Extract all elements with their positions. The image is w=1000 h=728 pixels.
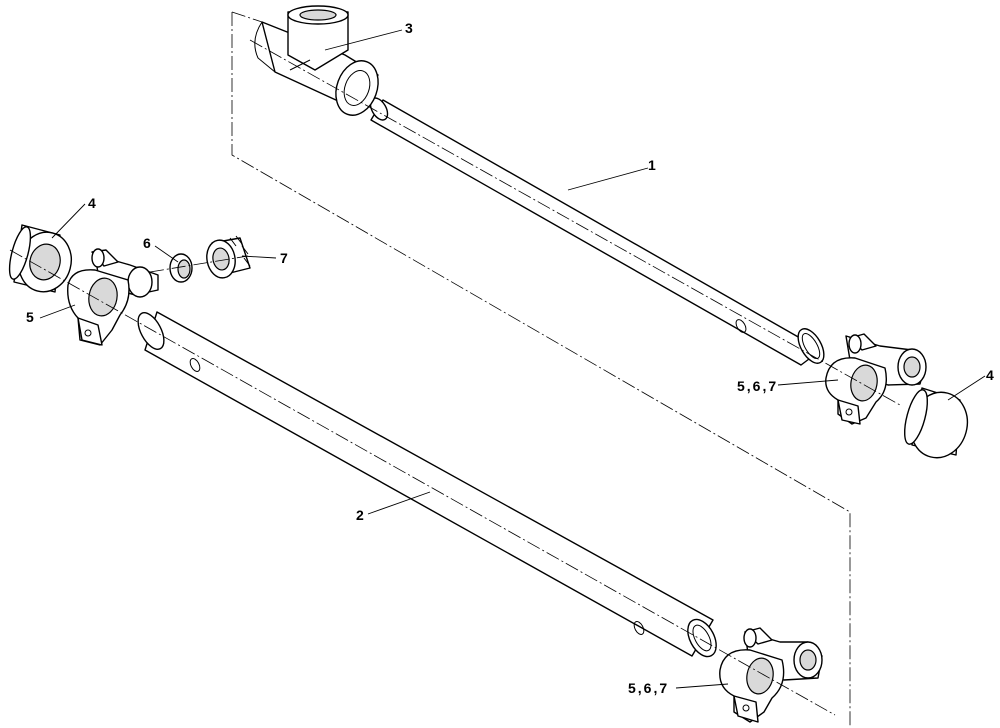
leader-7 (241, 255, 277, 259)
callout-2: 2 (356, 507, 364, 523)
callout-4-left: 4 (88, 195, 96, 211)
leader-567-upper (777, 379, 839, 386)
callout-567-upper: 5,6,7 (737, 378, 778, 394)
callout-3: 3 (405, 20, 413, 36)
leader-2 (367, 491, 431, 515)
assembly-frame-top (231, 11, 263, 23)
leader-4-left (51, 203, 86, 239)
callout-567-lower: 5,6,7 (628, 680, 669, 696)
tube-2-hole-right (633, 621, 645, 635)
leader-1 (567, 167, 649, 191)
clamp-assembly-upper-right (825, 333, 927, 425)
assembly-frame-line (231, 12, 851, 728)
leader-3 (324, 29, 403, 51)
centerline-tube-2 (9, 249, 836, 716)
callout-1: 1 (648, 157, 656, 173)
callout-7: 7 (280, 250, 288, 266)
leader-6 (154, 245, 179, 263)
tube-2 (137, 311, 717, 658)
tube-1-hole (735, 319, 747, 333)
leader-567-lower (675, 683, 729, 689)
tee-fitting-3 (254, 5, 379, 116)
callout-5-left: 5 (26, 309, 34, 325)
end-cap-4-right (903, 387, 969, 459)
diaphragm-6 (169, 253, 193, 283)
centerline-nozzle (149, 255, 249, 273)
clamp-assembly-lower-right (719, 627, 823, 723)
leader-4-right (947, 375, 986, 401)
tube-1 (369, 97, 825, 366)
centerline-tube-1 (249, 39, 901, 406)
tube-2-hole-left (189, 358, 201, 372)
callout-4-right: 4 (986, 367, 994, 383)
callout-6: 6 (143, 235, 151, 251)
cap-7 (206, 235, 251, 279)
end-cap-4-left (8, 224, 72, 293)
leader-5-left (39, 304, 76, 319)
